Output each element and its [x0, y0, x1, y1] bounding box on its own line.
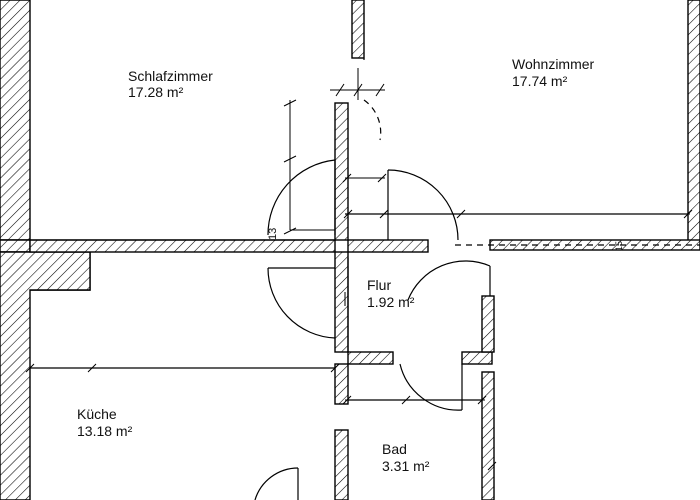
room-name: Küche	[77, 406, 117, 422]
room-area: 13.18 m²	[77, 423, 133, 439]
room-label-flur: Flur 1.92 m²	[367, 277, 415, 310]
room-area: 3.31 m²	[382, 458, 430, 474]
door-arc-wohnzimmer	[387, 169, 459, 241]
room-name: Bad	[382, 441, 407, 457]
door-arc-flur	[407, 260, 491, 301]
room-label-bad: Bad 3.31 m²	[382, 441, 430, 474]
door-swings	[254, 99, 700, 500]
door-arc-kueche	[267, 267, 336, 339]
room-label-kueche: Küche 13.18 m²	[77, 406, 133, 439]
room-name: Flur	[367, 277, 391, 293]
room-name: Wohnzimmer	[512, 56, 595, 72]
dimension-label-vertical: 13	[267, 228, 279, 240]
room-area: 1.92 m²	[367, 294, 415, 310]
dimension-label-wall: 15	[614, 241, 624, 251]
room-outlines	[30, 58, 688, 401]
interior-walls	[334, 0, 495, 500]
room-label-wohnzimmer: Wohnzimmer 17.74 m²	[512, 56, 595, 89]
room-label-schlafzimmer: Schlafzimmer 17.28 m²	[128, 68, 213, 100]
room-area: 17.28 m²	[128, 84, 184, 100]
door-arc-kueche-bottom	[254, 467, 299, 500]
room-name: Schlafzimmer	[128, 68, 213, 84]
door-arc-bad	[399, 363, 463, 411]
room-area: 17.74 m²	[512, 73, 568, 89]
dimension-lines	[25, 68, 693, 471]
door-arc-schlafzimmer	[267, 159, 336, 236]
